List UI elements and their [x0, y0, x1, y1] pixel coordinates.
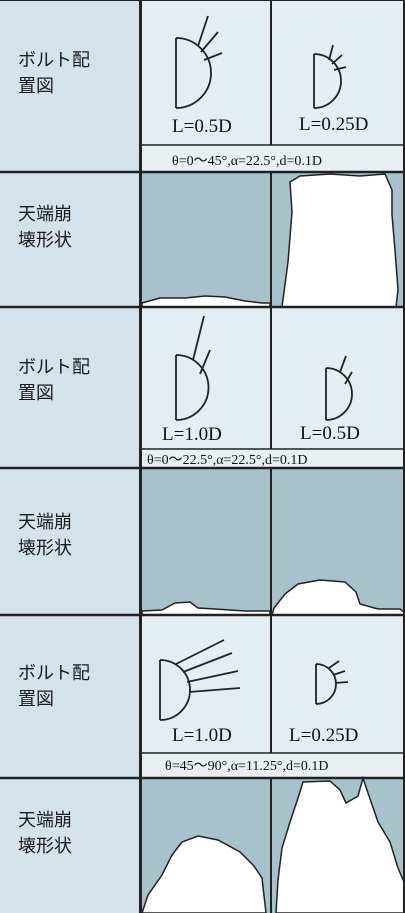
row-label-text: ボルト配 置図 [18, 663, 90, 710]
collapse-shape-1a [141, 295, 271, 308]
bolt-diagram-cell [271, 0, 405, 145]
bolt-length-caption: L=0.25D [289, 725, 359, 746]
bolt-length-caption: L=0.5D [172, 116, 232, 137]
collapse-shape-3b [275, 775, 405, 913]
row-label-text: 天端崩 壊形状 [18, 204, 72, 251]
row-label-bolt-layout-3: ボルト配 置図 [0, 615, 141, 778]
row-label-text: ボルト配 置図 [18, 50, 90, 97]
bolt-length-caption: L=1.0D [172, 725, 232, 746]
bolt-diagram-cell [141, 615, 271, 753]
bolt-parameters: θ=45～90°,α=11.25°,d=0.1D [165, 759, 329, 774]
collapse-shape-3a [141, 835, 267, 913]
collapse-shape-2b [271, 579, 405, 616]
bolt-layout-2 [175, 315, 353, 421]
bolt-length-caption: L=0.5D [300, 423, 360, 444]
collapse-shape-cell [141, 468, 271, 615]
row-label-bolt-layout-1: ボルト配 置図 [0, 0, 141, 172]
bolt-parameters: θ=0～22.5°,α=22.5°,d=0.1D [147, 453, 308, 468]
row-label-collapse-shape-2: 天端崩 壊形状 [0, 468, 141, 615]
bolt-layout-1 [175, 15, 347, 109]
collapse-shape-1b [281, 173, 399, 308]
bolt-diagram-cell [271, 615, 405, 753]
row-label-text: ボルト配 置図 [18, 357, 90, 404]
collapse-shape-cell [141, 172, 271, 307]
bolt-diagram-cell [271, 307, 405, 449]
bolt-parameters: θ=0～45°,α=22.5°,d=0.1D [172, 154, 323, 169]
bolt-length-caption: L=1.0D [162, 424, 222, 445]
row-label-text: 天端崩 壊形状 [18, 512, 72, 559]
bolt-length-caption: L=0.25D [299, 114, 369, 135]
collapse-shape-2a [141, 601, 271, 616]
row-label-collapse-shape-3: 天端崩 壊形状 [0, 778, 141, 913]
row-label-text: 天端崩 壊形状 [18, 810, 72, 857]
row-label-collapse-shape-1: 天端崩 壊形状 [0, 172, 141, 307]
bolt-layout-3 [159, 639, 349, 721]
bolt-diagram-cell [141, 307, 271, 449]
